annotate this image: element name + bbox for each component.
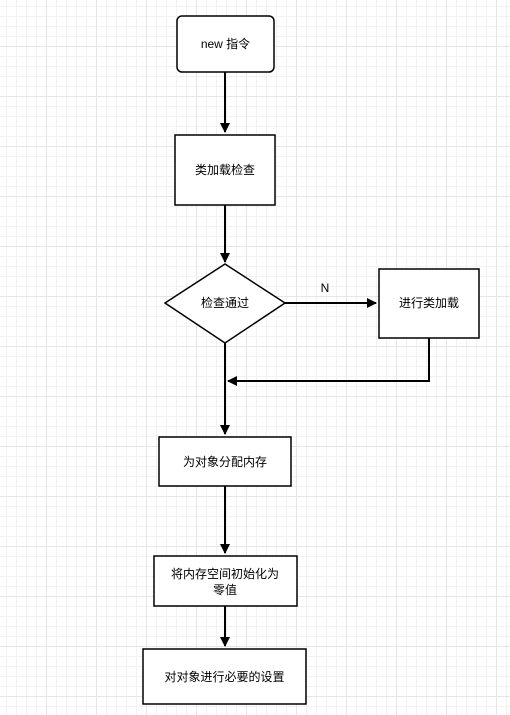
node-check-passed: 检查通过 bbox=[163, 263, 287, 344]
node-start-box bbox=[176, 15, 275, 73]
node-allocate-memory-box bbox=[158, 436, 292, 487]
node-check-passed-label: 检查通过 bbox=[201, 295, 249, 310]
node-class-load-check-label: 类加载检查 bbox=[195, 162, 255, 177]
node-zero-init-label-line2: 零值 bbox=[213, 582, 237, 597]
node-zero-init-label-line1: 将内存空间初始化为 bbox=[171, 567, 279, 581]
node-check-passed-diamond bbox=[163, 263, 287, 344]
node-do-class-load-box bbox=[378, 268, 480, 339]
node-start-label: new 指令 bbox=[201, 36, 250, 51]
node-do-class-load: 进行类加载 bbox=[378, 268, 480, 339]
node-necessary-setup: 对对象进行必要的设置 bbox=[142, 648, 307, 705]
node-do-class-load-label: 进行类加载 bbox=[399, 296, 459, 310]
node-start: new 指令 bbox=[176, 15, 275, 73]
node-zero-init: 将内存空间初始化为 零值 bbox=[153, 555, 298, 607]
edge-load-back bbox=[227, 338, 430, 386]
edge-label-no: N bbox=[321, 281, 330, 295]
node-class-load-check-box bbox=[174, 134, 276, 206]
node-zero-init-box bbox=[153, 555, 298, 607]
node-necessary-setup-box bbox=[142, 648, 307, 705]
node-class-load-check: 类加载检查 bbox=[174, 134, 276, 206]
node-necessary-setup-label: 对对象进行必要的设置 bbox=[164, 669, 284, 684]
node-allocate-memory: 为对象分配内存 bbox=[158, 436, 292, 487]
node-allocate-memory-label: 为对象分配内存 bbox=[183, 455, 267, 469]
